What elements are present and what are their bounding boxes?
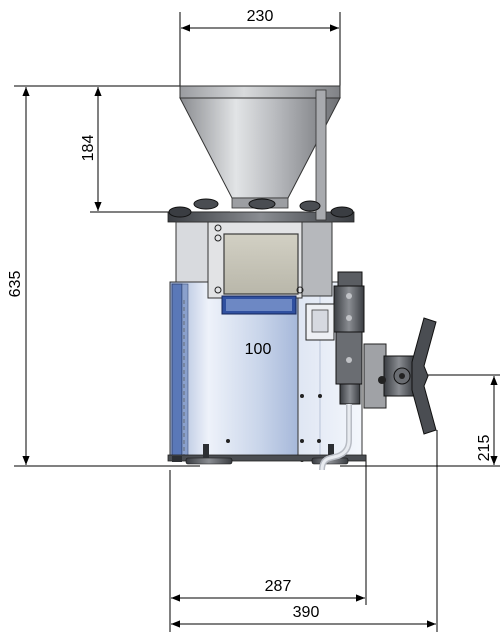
blue-side-strip (171, 283, 183, 457)
dim-total-height: 635 (7, 271, 24, 298)
neck-housing (167, 211, 355, 315)
dim-hopper-height: 184 (80, 135, 97, 162)
clamp-knob-center-left (193, 198, 219, 210)
valve-assembly (305, 271, 437, 471)
dim-top-width: 230 (247, 8, 274, 25)
dim-base-width: 287 (265, 578, 292, 595)
star-handle (411, 317, 437, 435)
foot-left (185, 457, 233, 465)
clamp-knob-center (248, 198, 276, 210)
outlet-housing (363, 343, 387, 409)
dim-outlet-height: 215 (476, 435, 493, 462)
dim-inner-width: 100 (245, 341, 272, 358)
clamp-knob-right (330, 206, 354, 218)
clamp-knob-left (168, 206, 192, 218)
dim-total-width: 390 (293, 604, 320, 621)
dimension-lines (14, 12, 500, 632)
clamp-knob-center-right (299, 200, 321, 212)
base-plate (167, 454, 367, 462)
inspection-window (223, 233, 299, 295)
hopper (168, 85, 354, 221)
